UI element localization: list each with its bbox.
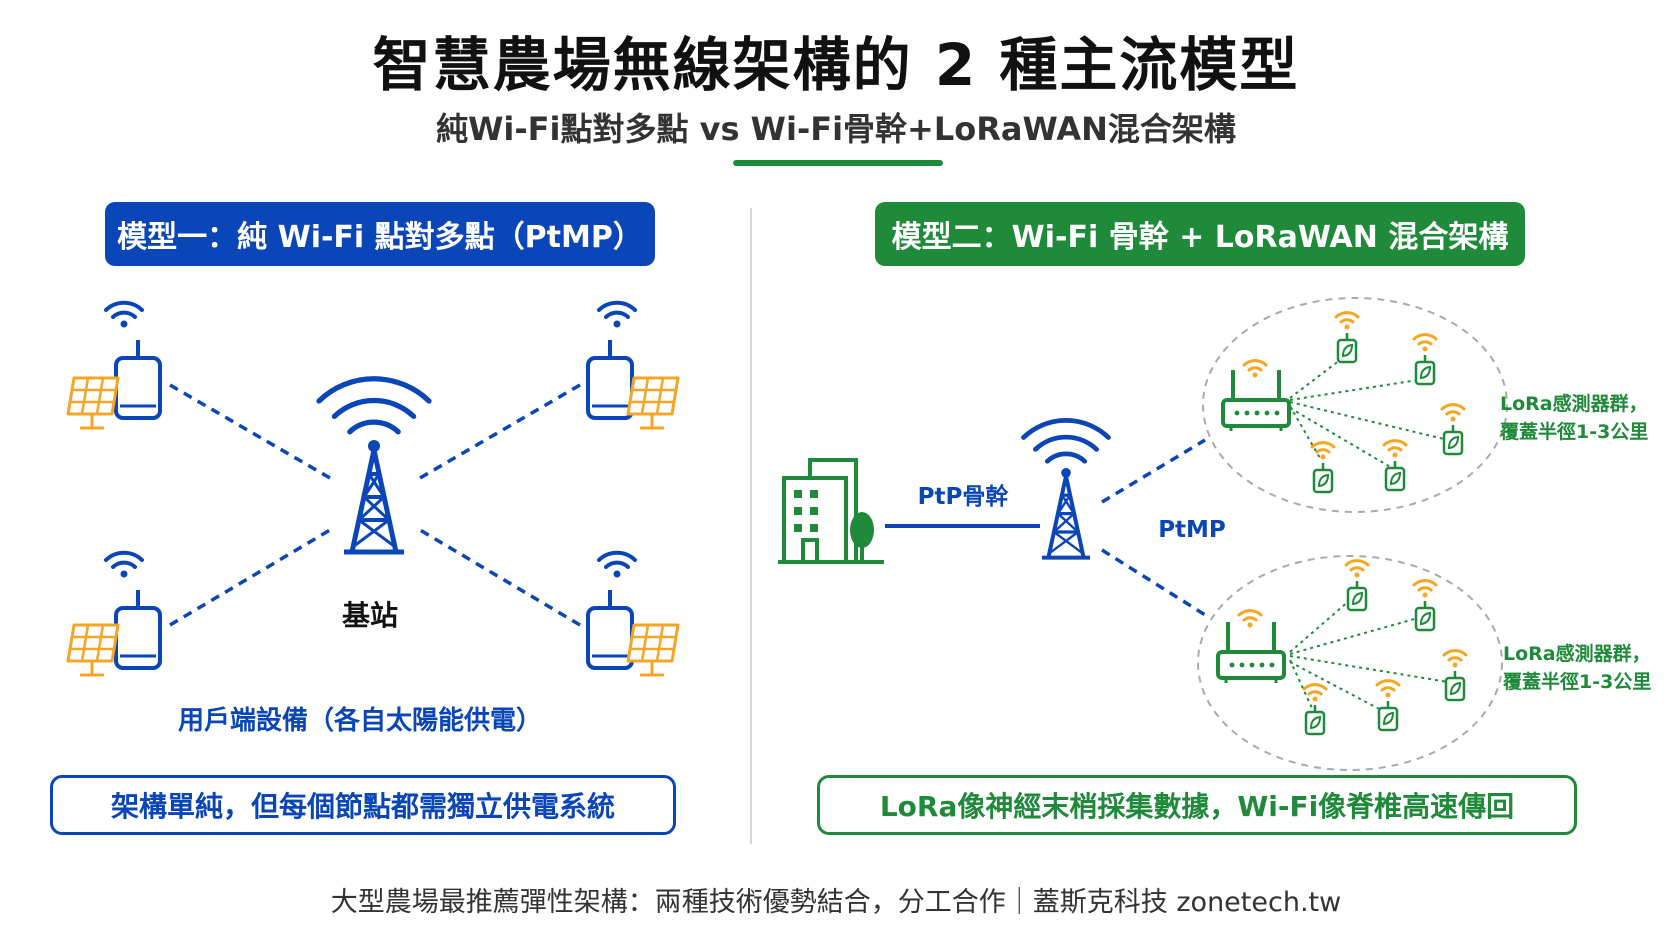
ptmp-links xyxy=(1101,438,1211,620)
wifi-icon xyxy=(316,376,432,435)
model1-diagram: 基站 用戶端設備（各自太陽能供電） xyxy=(66,300,680,736)
tower-icon xyxy=(1042,468,1090,558)
leaf-sensor-icon xyxy=(1377,681,1399,730)
client-top-right xyxy=(586,300,680,430)
wifi-icon xyxy=(104,550,144,580)
tree-icon xyxy=(850,512,874,562)
leaf-sensor-icon xyxy=(1304,685,1326,734)
client-device-icon xyxy=(114,338,162,420)
leaf-sensor-icon xyxy=(1346,561,1368,610)
wifi-icon xyxy=(1242,359,1268,379)
client-device-icon xyxy=(586,588,634,670)
sensor-cluster-top xyxy=(1202,297,1508,513)
sensor-group-top-line1: LoRa感測器群， xyxy=(1500,392,1648,415)
model2-summary: LoRa像神經末梢採集數據，Wi-Fi像脊椎高速傳回 xyxy=(817,775,1577,835)
footer-caption: 大型農場最推薦彈性架構：兩種技術優勢結合，分工合作｜蓋斯克科技 zonetech… xyxy=(330,887,1342,918)
model2-heading: 模型二：Wi-Fi 骨幹 + LoRaWAN 混合架構 xyxy=(875,202,1525,266)
building-icon xyxy=(778,458,884,564)
client-top-left xyxy=(66,300,162,430)
model2-diagram: PtP骨幹 PtMP xyxy=(778,297,1651,771)
leaf-sensor-icon xyxy=(1414,335,1436,384)
center-divider xyxy=(750,208,752,844)
page-title: 智慧農場無線架構的 2 種主流模型 xyxy=(372,31,1300,99)
client-bottom-right xyxy=(586,550,680,677)
sensor-group-top-line2: 覆蓋半徑1-3公里 xyxy=(1499,420,1648,443)
solar-panel-icon xyxy=(626,623,680,677)
model1-heading: 模型一：純 Wi-Fi 點對多點（PtMP） xyxy=(105,202,655,266)
sensor-cluster-bottom xyxy=(1197,555,1503,771)
sensor-group-bottom-line1: LoRa感測器群， xyxy=(1503,642,1651,665)
solar-panel-icon xyxy=(626,376,680,430)
client-device-icon xyxy=(114,588,162,670)
wifi-icon xyxy=(597,300,637,330)
wifi-icon xyxy=(597,550,637,580)
leaf-sensor-icon xyxy=(1414,581,1436,630)
lora-gateway-icon xyxy=(1216,620,1286,685)
sensor-group-bottom-line2: 覆蓋半徑1-3公里 xyxy=(1502,670,1651,693)
tower-icon xyxy=(344,440,404,552)
lora-gateway-icon xyxy=(1221,368,1291,433)
solar-panel-icon xyxy=(66,623,120,677)
leaf-sensor-icon xyxy=(1336,313,1358,362)
client-device-icon xyxy=(586,338,634,420)
client-bottom-left xyxy=(66,550,162,677)
leaf-sensor-icon xyxy=(1442,405,1464,454)
page-subtitle: 純Wi-Fi點對多點 vs Wi-Fi骨幹+LoRaWAN混合架構 xyxy=(436,110,1236,148)
ptp-label: PtP骨幹 xyxy=(918,483,1010,510)
ptmp-label: PtMP xyxy=(1158,517,1226,543)
solar-panel-icon xyxy=(66,376,120,430)
client-label: 用戶端設備（各自太陽能供電） xyxy=(178,705,542,736)
leaf-sensor-icon xyxy=(1444,651,1466,700)
wifi-icon xyxy=(1237,609,1263,629)
base-station-label: 基站 xyxy=(342,599,398,632)
wifi-icon xyxy=(1021,418,1111,464)
title-underline xyxy=(733,160,943,166)
wifi-icon xyxy=(104,300,144,330)
model1-summary: 架構單純，但每個節點都需獨立供電系統 xyxy=(50,775,676,835)
